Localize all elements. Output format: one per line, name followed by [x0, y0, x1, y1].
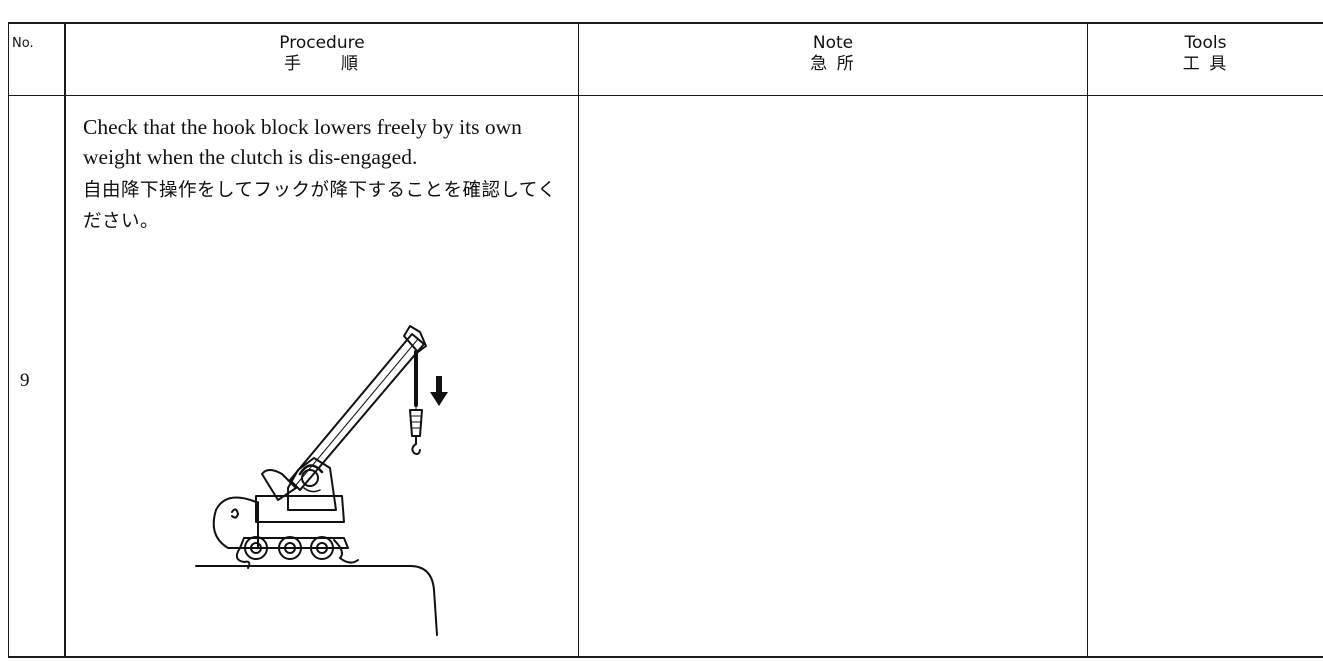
row-number: 9 — [20, 370, 30, 391]
column-divider-no — [64, 22, 66, 658]
counterweight — [261, 469, 297, 501]
truck-face — [212, 496, 259, 549]
column-divider-procedure — [578, 22, 579, 658]
operator-head — [301, 469, 319, 487]
hook-block — [409, 409, 423, 437]
table-bottom-border — [8, 656, 1323, 658]
column-header-tools: Tools 工 具 — [1088, 33, 1323, 75]
truck-chassis — [239, 537, 349, 549]
wheel-front — [244, 536, 268, 560]
tools-header-ja: 工 具 — [1182, 54, 1229, 74]
procedure-text: Check that the hook block lowers freely … — [83, 112, 573, 237]
boom-tip — [403, 325, 427, 353]
table-left-border — [8, 22, 9, 658]
column-header-note: Note 急 所 — [579, 33, 1087, 75]
truck-body — [255, 495, 345, 523]
header-bottom-border — [8, 95, 1323, 96]
column-header-procedure: Procedure 手 順 — [66, 33, 578, 75]
note-header-ja: 急 所 — [810, 54, 856, 74]
crane-free-fall-illustration — [195, 325, 448, 636]
note-header-en: Note — [812, 33, 854, 53]
procedure-header-ja: 手 順 — [284, 54, 360, 74]
outrigger-right — [333, 539, 359, 564]
column-divider-note — [1087, 22, 1088, 658]
hook-icon — [411, 435, 421, 455]
wheel-middle — [278, 536, 302, 560]
procedure-text-en: Check that the hook block lowers freely … — [83, 115, 522, 169]
ground-line — [195, 565, 438, 636]
operator-cab — [287, 457, 337, 511]
procedure-text-ja: 自由降下操作をしてフックが降下することを確認してください。 — [83, 180, 557, 232]
column-header-no: No. — [12, 36, 34, 51]
crane-boom — [289, 333, 425, 491]
down-arrow-icon — [430, 376, 448, 406]
table-top-border — [8, 22, 1323, 24]
procedure-header-en: Procedure — [279, 33, 365, 53]
wheel-rear — [310, 536, 334, 560]
outrigger-left — [235, 547, 251, 569]
tools-header-en: Tools — [1184, 33, 1227, 53]
